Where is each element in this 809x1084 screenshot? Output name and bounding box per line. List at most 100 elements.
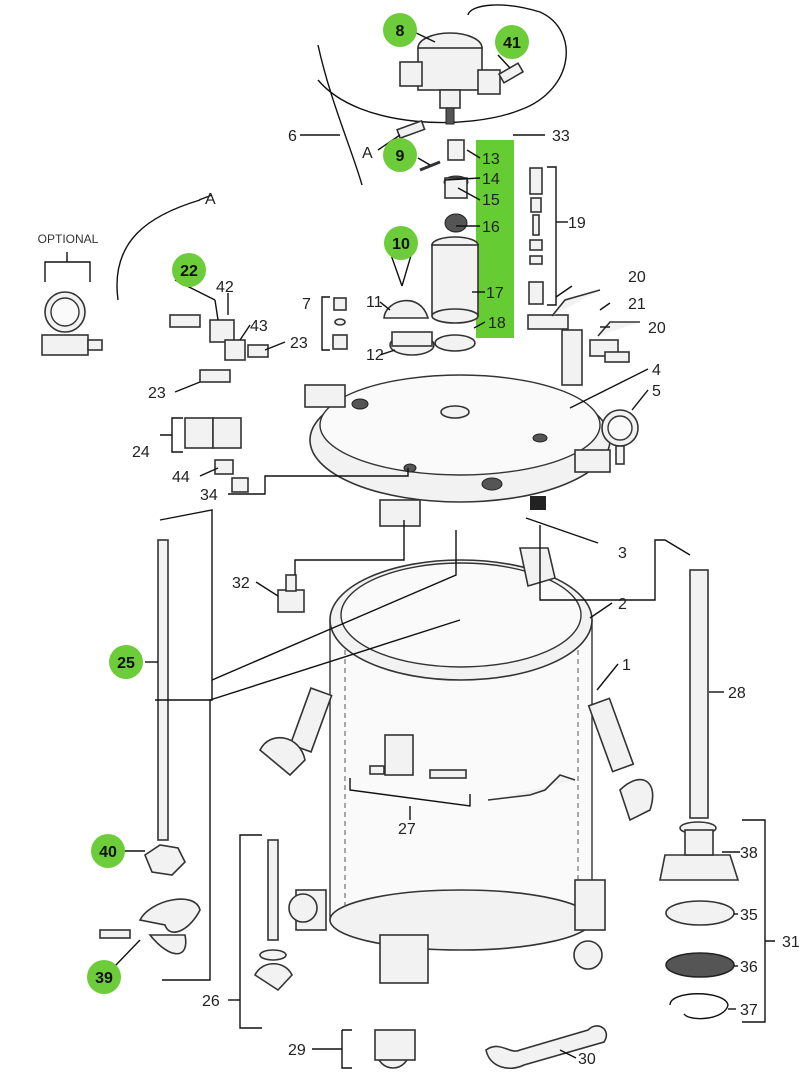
callout-39: [87, 960, 121, 994]
label-32: 32: [232, 575, 250, 592]
wrench-30: [485, 1025, 608, 1069]
label-8: 8: [396, 23, 405, 40]
callout-41: [495, 25, 529, 59]
label-18: 18: [488, 315, 506, 332]
label-11: 11: [366, 294, 383, 311]
caster-right: [573, 879, 606, 970]
label-43: 43: [250, 318, 268, 335]
nut-40: [144, 844, 186, 876]
ball-valve-20: [527, 289, 601, 330]
label-15: 15: [482, 192, 500, 209]
agitator-blade-39: [99, 898, 201, 955]
label-27: 27: [398, 821, 416, 838]
handle-hose: [317, 44, 363, 186]
label-24: 24: [132, 444, 150, 461]
callout-40: [91, 834, 125, 868]
pipe-28: [689, 569, 709, 819]
wing-bolt-26: [253, 839, 293, 992]
label-23a: 23: [290, 335, 308, 352]
caster-bottom: [374, 934, 429, 1069]
label-19: 19: [568, 215, 586, 232]
clamp-right: [587, 697, 654, 822]
valve-assembly-19: [528, 167, 544, 305]
label-30: 30: [578, 1051, 596, 1068]
tank-lid: [304, 374, 611, 527]
fittings-7: [332, 297, 348, 350]
pressure-gauge-5: [601, 409, 639, 465]
pin-9: [419, 160, 441, 172]
bracket-31: [742, 819, 775, 1023]
label-42: 42: [216, 279, 234, 296]
hook-part: [487, 774, 576, 801]
regulator-8: [399, 32, 501, 125]
label-25: 25: [117, 655, 135, 672]
label-22: 22: [180, 263, 198, 280]
tank-body: [329, 559, 593, 951]
part-11: [383, 299, 430, 319]
label-31: 31: [782, 934, 800, 951]
label-13: 13: [482, 151, 500, 168]
fitting-a-top: [396, 119, 426, 140]
label-23b: 23: [148, 385, 166, 402]
air-hose: [116, 199, 201, 301]
tank-handle: [519, 547, 556, 588]
bracket-27: [349, 778, 471, 807]
callout-25: [109, 645, 143, 679]
lid-fitting-3: [530, 496, 546, 510]
label-4: 4: [652, 362, 661, 379]
filter-housing-38: [659, 821, 740, 881]
fitting-44: [214, 459, 234, 475]
screen-36: [665, 952, 735, 978]
air-manifold: [169, 314, 269, 383]
clamp-left: [259, 687, 333, 777]
fitting-34: [231, 477, 249, 493]
fitting-41: [497, 62, 525, 84]
label-21: 21: [628, 296, 646, 313]
bracket-7: [321, 296, 330, 351]
highlight-bar: [476, 140, 514, 338]
outlet-valve-21: [561, 321, 640, 386]
bracket-19: [547, 166, 557, 306]
strainer-35: [665, 900, 735, 926]
label-16: 16: [482, 219, 500, 236]
caster-left: [288, 889, 327, 931]
label-5: 5: [652, 383, 661, 400]
label-33: 33: [552, 128, 570, 145]
label-17: 17: [486, 285, 504, 302]
part-12: [389, 331, 435, 356]
connector-a-top: A: [362, 145, 373, 162]
gauge-optional: [41, 291, 103, 356]
optional-label: OPTIONAL: [38, 232, 99, 246]
label-12: 12: [366, 347, 384, 364]
handle-loop: [317, 4, 567, 124]
clip-37: [669, 993, 729, 1020]
leader-lines: [113, 29, 740, 1069]
label-40: 40: [99, 844, 117, 861]
hinge-27: [369, 734, 467, 779]
bracket-26: [239, 834, 262, 1029]
label-9: 9: [396, 148, 405, 165]
label-34: 34: [200, 487, 218, 504]
label-36: 36: [740, 959, 758, 976]
label-39: 39: [95, 970, 113, 987]
label-20b: 20: [648, 320, 666, 337]
connector-a-left: A: [205, 191, 216, 208]
label-26: 26: [202, 993, 220, 1010]
regulator-24: [184, 417, 242, 449]
label-6: 6: [288, 128, 297, 145]
label-38: 38: [740, 845, 758, 862]
label-37: 37: [740, 1002, 758, 1019]
label-14: 14: [482, 171, 500, 188]
label-44: 44: [172, 469, 190, 486]
fitting-32: [277, 574, 305, 613]
label-41: 41: [503, 35, 521, 52]
dip-tube-25: [157, 539, 169, 841]
label-28: 28: [728, 685, 746, 702]
label-3: 3: [618, 545, 627, 562]
label-2: 2: [618, 596, 627, 613]
label-7: 7: [302, 296, 311, 313]
agitator-stack: [431, 139, 479, 352]
label-20a: 20: [628, 269, 646, 286]
callout-9: [383, 138, 417, 172]
